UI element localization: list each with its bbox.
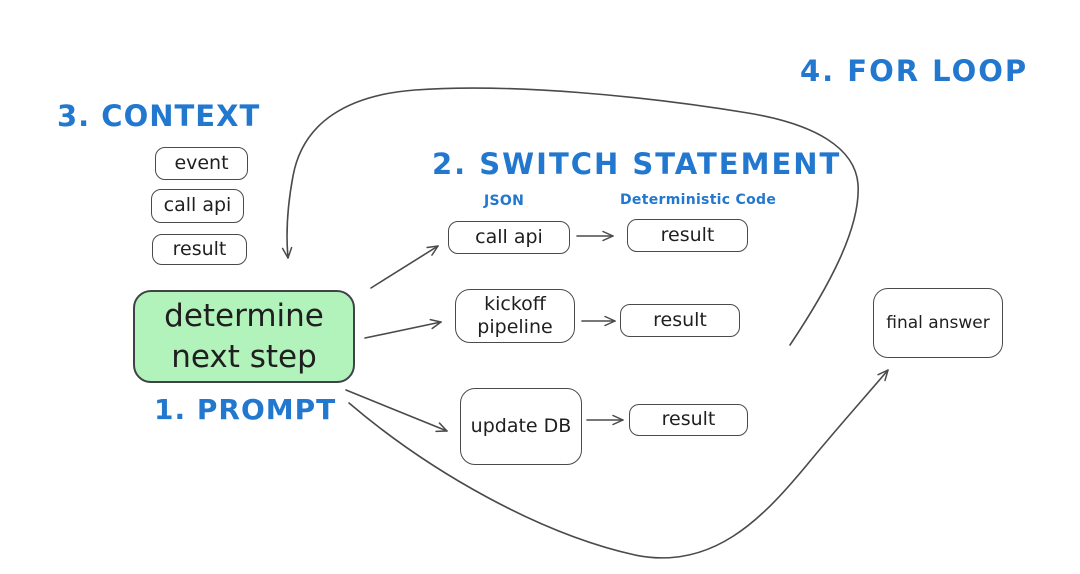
heading-context: 3. CONTEXT [57,99,261,133]
column-label-deterministic-code: Deterministic Code [620,192,777,208]
node-switch-kickoff-pipeline: kickoff pipeline [455,289,575,343]
arrow-determine-to-kickoff [364,318,442,339]
heading-prompt: 1. PROMPT [154,393,337,426]
node-context-event: event [155,147,248,180]
heading-for-loop: 4. FOR LOOP [800,54,1029,88]
heading-switch-statement: 2. SWITCH STATEMENT [432,147,842,181]
node-switch-result-bottom: result [629,404,748,436]
node-switch-call-api: call api [448,221,570,254]
node-switch-update-db: update DB [460,388,582,465]
node-determine-next-step: determine next step [133,290,355,383]
node-context-call-api: call api [151,189,244,223]
column-label-json: JSON [484,193,525,209]
node-context-result: result [152,234,247,265]
node-switch-result-top: result [627,219,748,252]
node-switch-result-mid: result [620,304,740,337]
node-final-answer: final answer [873,288,1003,358]
arrow-determine-to-final-answer [348,369,889,559]
arrow-determine-to-call-api [370,245,439,289]
arrow-determine-to-update-db [345,389,448,433]
